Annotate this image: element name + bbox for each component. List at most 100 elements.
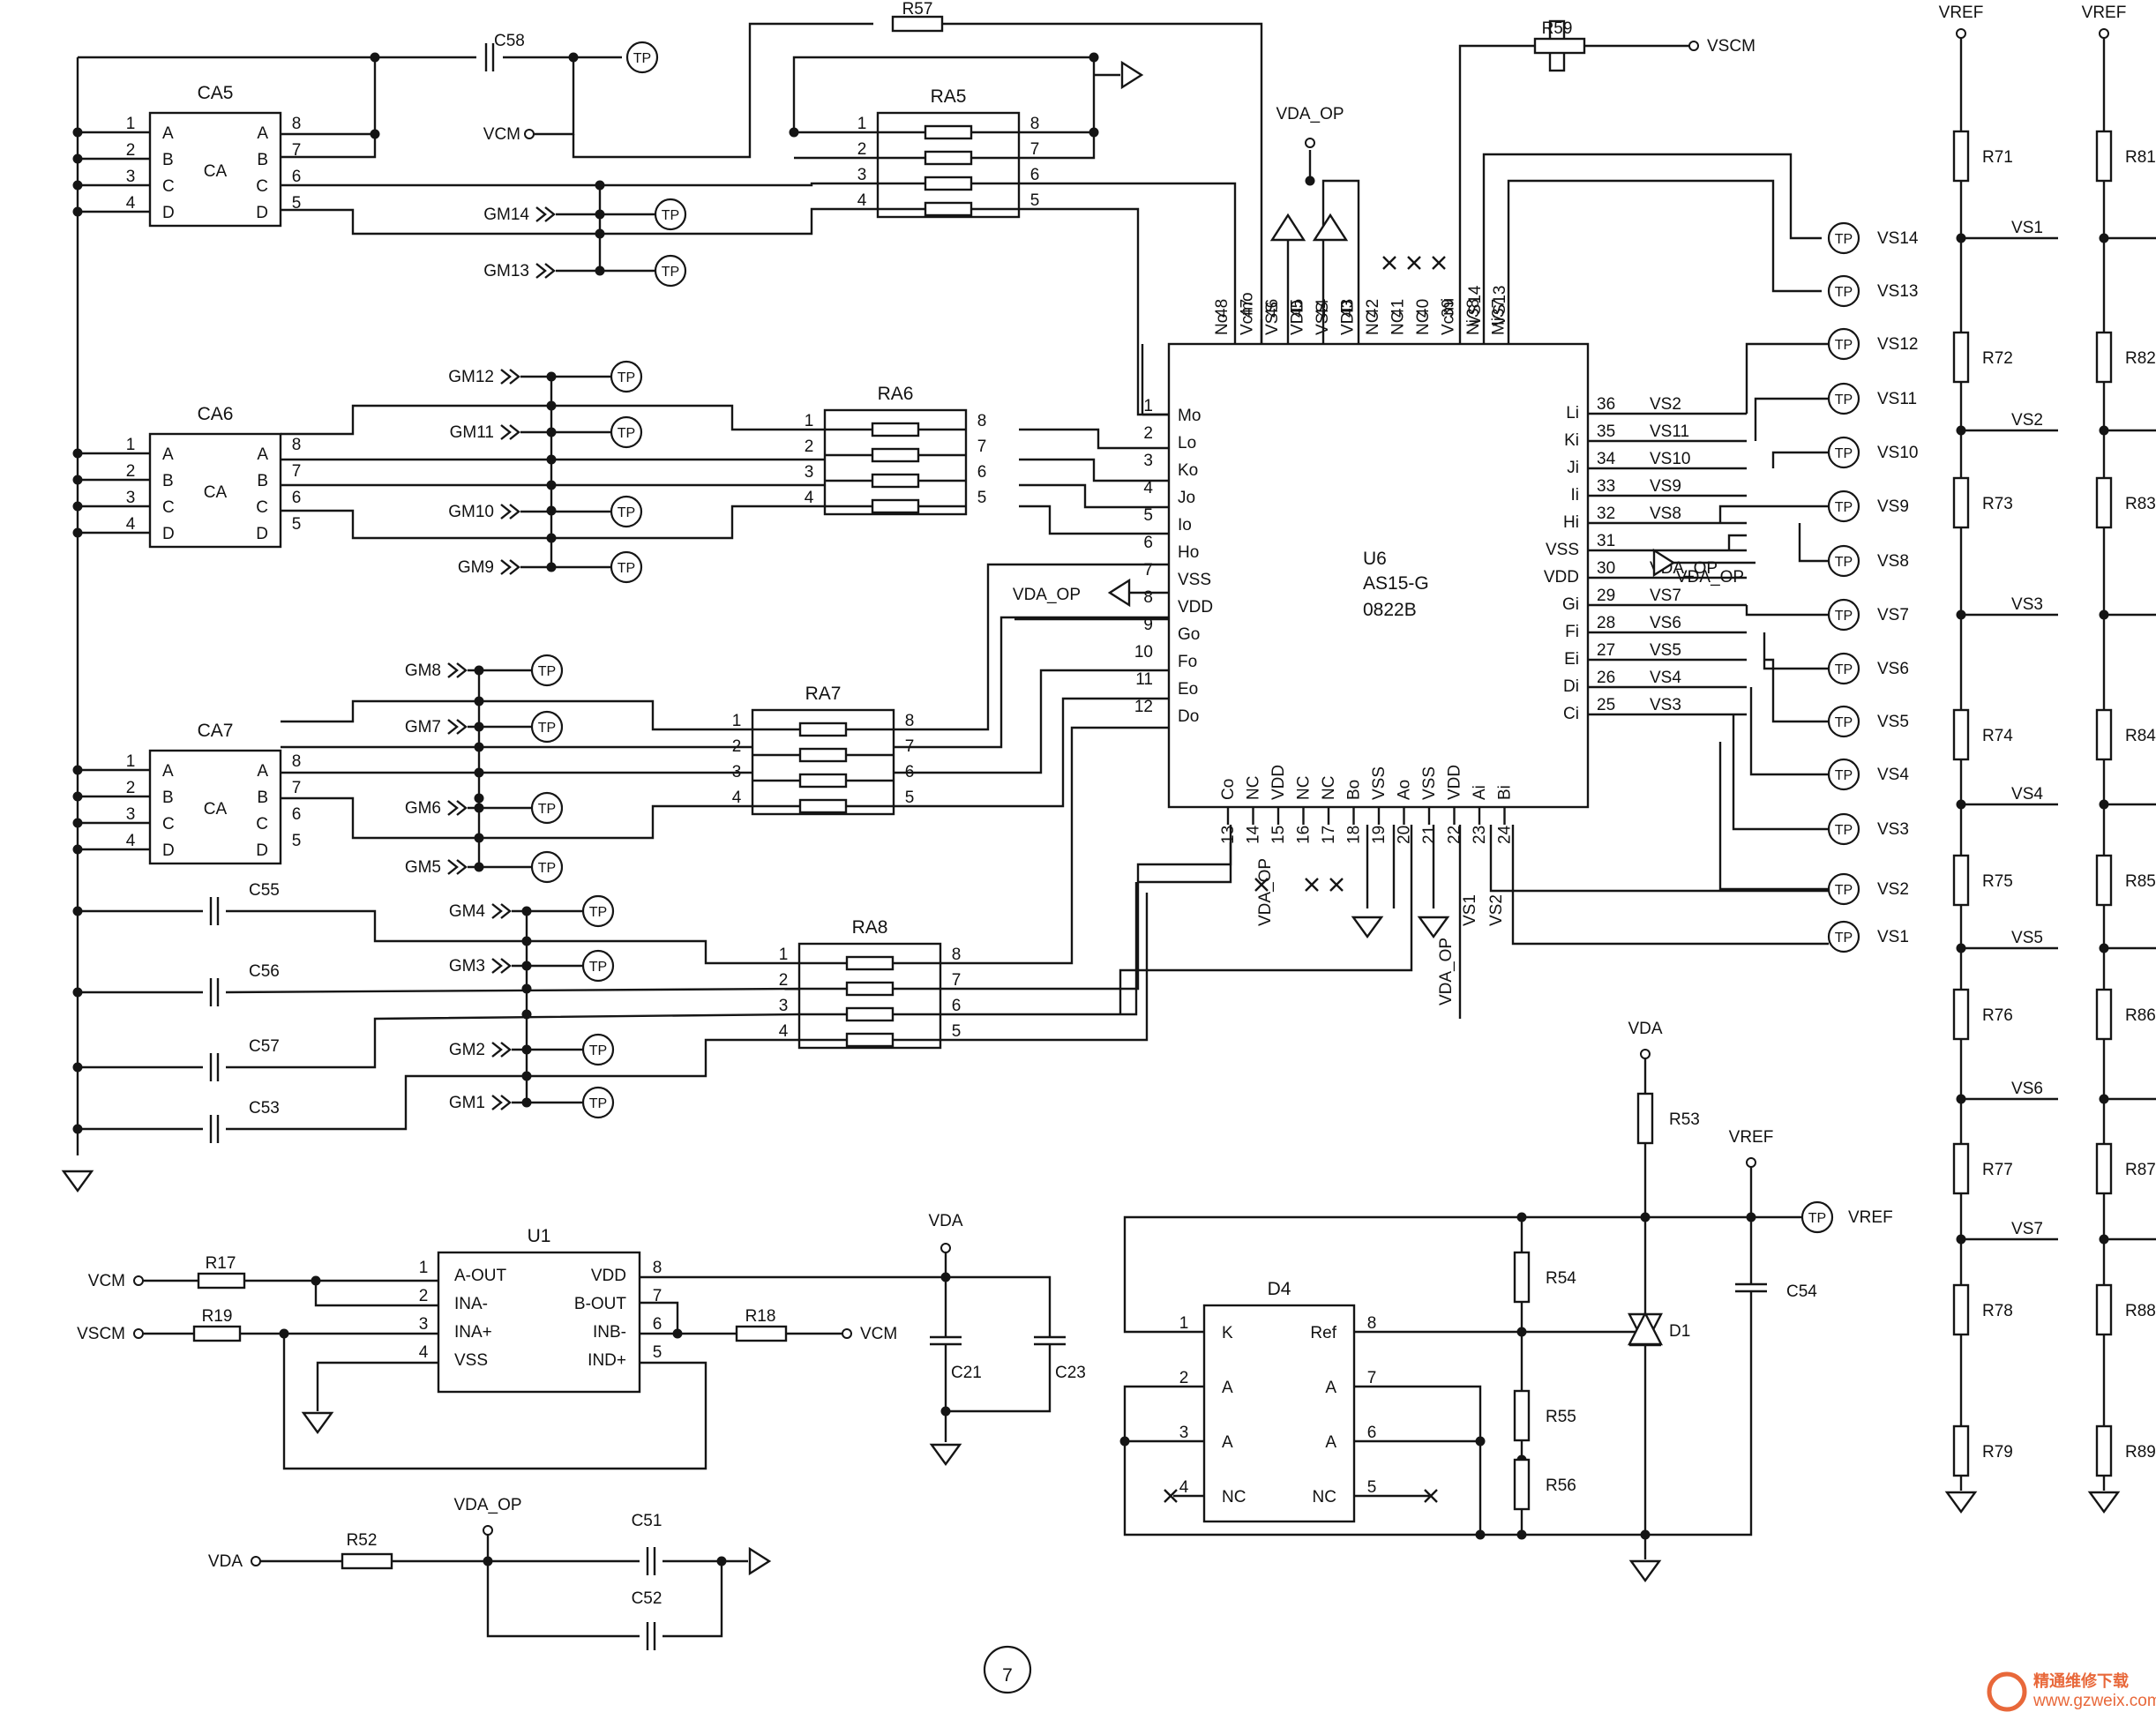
- test-point[interactable]: [610, 495, 643, 528]
- pin-name: INA-: [454, 1295, 488, 1313]
- wire: [1019, 182, 1237, 344]
- signal-arrow: [500, 504, 520, 520]
- resistor-ref: R59: [1542, 19, 1573, 38]
- pin-name: Ref: [1310, 1324, 1336, 1342]
- pin-number: 4: [126, 515, 136, 534]
- wire: [281, 796, 752, 840]
- pin-number: 1: [126, 115, 136, 133]
- pin-number: 4: [779, 1022, 789, 1041]
- vs-test-point[interactable]: [1827, 274, 1860, 308]
- test-point[interactable]: [581, 1086, 615, 1119]
- pin-number: 6: [952, 997, 962, 1015]
- resistor-ref: R55: [1546, 1408, 1576, 1426]
- test-point[interactable]: [581, 894, 615, 928]
- junction-dot: [1119, 1436, 1130, 1447]
- test-point[interactable]: [530, 654, 564, 687]
- ladder-resistor: [1952, 1283, 1970, 1336]
- pin-name: NC: [1364, 311, 1382, 335]
- array-resistor: [871, 473, 920, 489]
- resistor-ref: R56: [1546, 1477, 1576, 1495]
- test-point-label: TP: [1835, 338, 1853, 353]
- wire: [946, 1344, 1052, 1413]
- test-point[interactable]: [610, 415, 643, 449]
- test-point[interactable]: [654, 254, 687, 288]
- pin-name: NC: [1295, 776, 1314, 800]
- tap-label: VS6: [2011, 1080, 2043, 1098]
- ladder-resistor: [1952, 1142, 1970, 1195]
- wire: [281, 134, 377, 159]
- wire: [1764, 658, 1829, 723]
- pin-name: C: [162, 815, 175, 834]
- pin-number: 9: [1143, 616, 1153, 634]
- signal-arrow: [447, 662, 468, 678]
- pin-number: 1: [1179, 1314, 1189, 1333]
- pin-number: 2: [126, 462, 136, 481]
- resistor-ref: R84: [2125, 727, 2156, 745]
- pin-name: K: [1222, 1324, 1233, 1342]
- test-point[interactable]: [625, 41, 659, 74]
- pin-number: 6: [292, 168, 302, 186]
- terminal-circle: [940, 1243, 951, 1253]
- gm-label: GM6: [405, 799, 441, 818]
- test-point[interactable]: [581, 1033, 615, 1066]
- net-label: VREF: [2082, 4, 2127, 22]
- vs-test-point[interactable]: [1827, 221, 1860, 255]
- test-point-label: TP: [1808, 1211, 1826, 1226]
- array-resistor: [845, 981, 895, 997]
- vs-test-point[interactable]: [1827, 920, 1860, 953]
- pin-name: A: [1222, 1379, 1233, 1397]
- pin-name: VSS: [454, 1351, 488, 1370]
- test-point[interactable]: [581, 949, 615, 983]
- terminal-circle: [133, 1275, 144, 1286]
- wire: [281, 182, 878, 187]
- pin-number: 48: [1213, 299, 1231, 318]
- cap-ref: C58: [494, 32, 525, 50]
- ladder-resistor: [2095, 988, 2113, 1041]
- pin-name: Vcmi: [1440, 298, 1458, 335]
- wire: [1019, 458, 1169, 482]
- net-label: VDA_OP: [1276, 105, 1344, 123]
- net-label: VDA: [928, 1212, 962, 1230]
- cap-ref: C21: [951, 1364, 982, 1382]
- pin-name: D: [162, 525, 175, 543]
- pin-number: 7: [653, 1287, 663, 1305]
- wire: [1019, 505, 1169, 535]
- wire: [894, 697, 1169, 808]
- tap-label: VS5: [2011, 929, 2043, 947]
- cap-ref: C56: [249, 962, 280, 981]
- vref-test-point[interactable]: [1800, 1200, 1834, 1234]
- ground-symbol: [929, 1443, 962, 1467]
- pin-name: Ni: [1464, 319, 1483, 335]
- signal-arrow: [500, 559, 520, 575]
- gm-label: GM4: [449, 902, 486, 921]
- wire: [225, 987, 800, 994]
- resistor-r19: [192, 1325, 242, 1342]
- test-point[interactable]: [530, 710, 564, 744]
- pin-number: 1: [419, 1259, 429, 1277]
- resistor-ref: R52: [347, 1531, 378, 1550]
- pin-number: 43: [1339, 299, 1358, 318]
- test-point[interactable]: [654, 198, 687, 231]
- gm-label: GM7: [405, 718, 441, 736]
- ladder-resistor: [1952, 708, 1970, 761]
- pin-number: 1: [732, 712, 742, 730]
- no-connect-mark: [1164, 1489, 1178, 1503]
- pin-name: D: [162, 204, 175, 222]
- test-point[interactable]: [530, 850, 564, 884]
- wire: [1458, 44, 1535, 344]
- test-point-label: TP: [633, 51, 651, 66]
- test-point[interactable]: [610, 360, 643, 393]
- wire: [316, 1361, 438, 1411]
- array-resistor: [924, 201, 973, 217]
- signal-arrow: [500, 424, 520, 440]
- test-point[interactable]: [610, 550, 643, 584]
- pin-name: Vcmo: [1239, 292, 1257, 335]
- vs-label: VS10: [1877, 444, 1918, 462]
- wire: [1138, 842, 1232, 884]
- test-point[interactable]: [530, 791, 564, 825]
- pin-name: B-OUT: [574, 1295, 627, 1313]
